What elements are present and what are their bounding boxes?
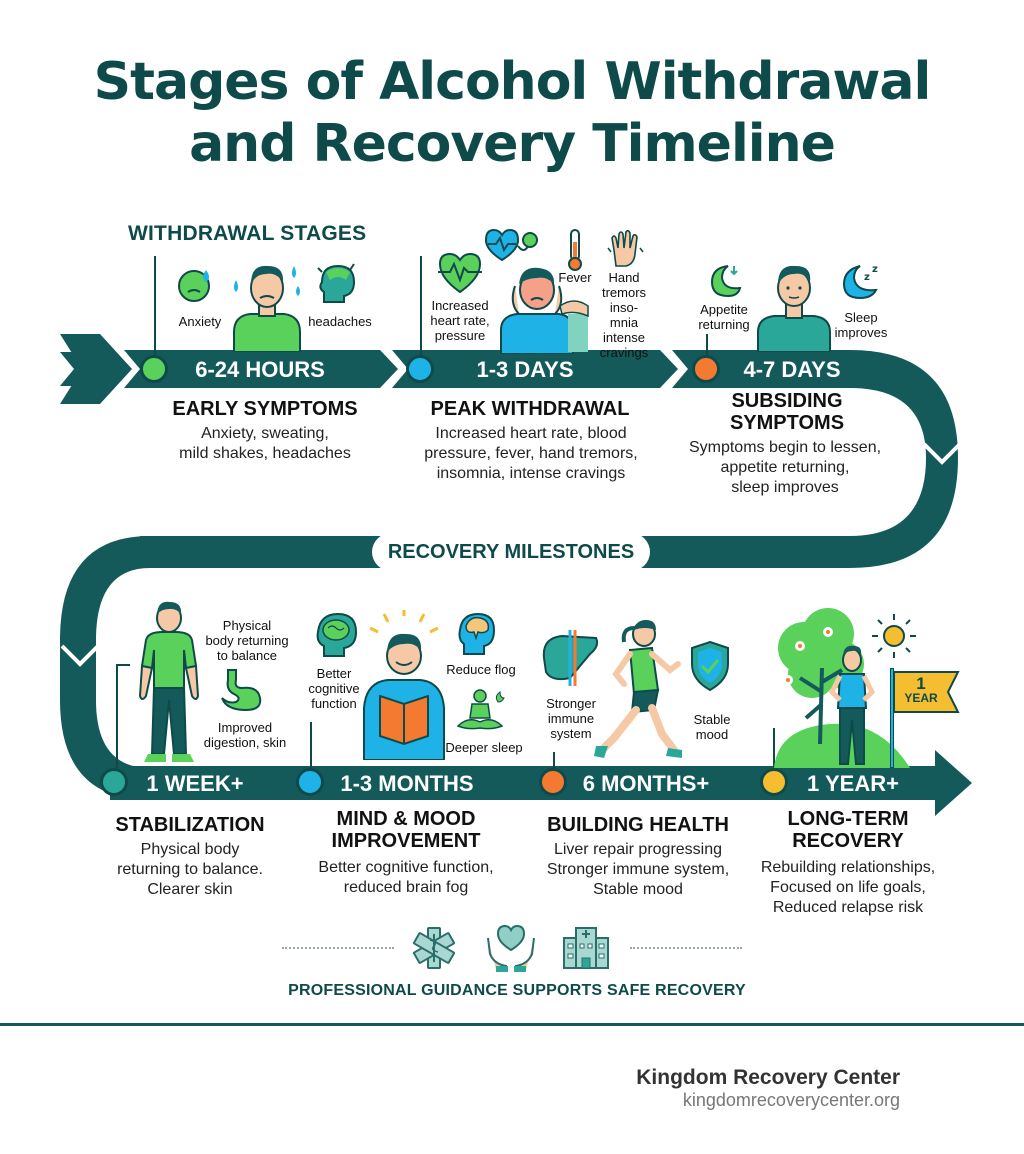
- left-curve: [60, 536, 180, 800]
- runner-icon: [594, 620, 682, 758]
- stage-dot-yellow: [760, 768, 788, 796]
- liver-icon: [542, 630, 599, 686]
- stage-title-stabilization: STABILIZATION: [115, 814, 265, 836]
- stage-desc-building-health: Liver repair progressing Stronger immune…: [546, 841, 730, 898]
- icon-label-tremors: Hand tremors inso- mnia intense cravings: [599, 270, 649, 360]
- stage-dot-green: [140, 355, 168, 383]
- confident-person-icon: [828, 645, 876, 765]
- stage-desc-stabilization: Physical body returning to balance. Clea…: [117, 841, 263, 898]
- icon-label-cognitive: Better cognitive function: [308, 666, 360, 711]
- flag-pole: [890, 668, 894, 768]
- stage-time-1-3-months: 1-3 MONTHS: [340, 771, 474, 796]
- connector-line: [420, 256, 422, 356]
- dotted-divider-right: [630, 947, 742, 949]
- guidance-tagline: PROFESSIONAL GUIDANCE SUPPORTS SAFE RECO…: [288, 982, 746, 999]
- stage-time-6-months: 6 MONTHS+: [582, 771, 710, 796]
- shaking-hand-icon: [607, 230, 644, 267]
- tree-scene-icon: [774, 608, 910, 768]
- icon-label-deeper-sleep: Deeper sleep: [445, 740, 523, 755]
- svg-text:z: z: [864, 272, 870, 283]
- brain-head-icon: [316, 612, 358, 657]
- connector-line: [116, 664, 118, 768]
- segment-6-24-hours: [124, 350, 398, 388]
- stage-time-1-year: 1 YEAR+: [807, 771, 899, 796]
- segment-1-3-days: [392, 350, 678, 388]
- calm-person-icon: [757, 265, 831, 352]
- icon-label-headaches: headaches: [308, 314, 372, 329]
- moon-appetite-icon: [710, 265, 742, 298]
- icon-label-anxiety: Anxiety: [178, 314, 222, 329]
- thermometer-icon: [568, 229, 582, 271]
- footer-divider: [0, 1023, 1024, 1026]
- connector-line: [310, 722, 312, 768]
- stage-title-subsiding-symptoms: SUBSIDING SYMPTOMS: [729, 390, 845, 434]
- stage-time-1-3-days: 1-3 DAYS: [476, 357, 574, 382]
- dotted-divider-left: [282, 947, 394, 949]
- star-of-life-icon: [413, 927, 455, 969]
- stage-title-mind-mood: MIND & MOOD IMPROVEMENT: [331, 808, 481, 852]
- icon-label-stable-mood: Stable mood: [693, 712, 731, 742]
- start-chevron-icon: [60, 334, 132, 404]
- stage-dot-blue: [296, 768, 324, 796]
- sun-icon: [872, 614, 916, 658]
- stage-desc-subsiding-symptoms: Symptoms begin to lessen, appetite retur…: [688, 439, 882, 496]
- caring-hands-heart-icon: [487, 924, 535, 972]
- stage-desc-early-symptoms: Anxiety, sweating, mild shakes, headache…: [179, 425, 351, 462]
- one-year-flag-icon: [894, 671, 960, 713]
- hospital-icon: [563, 927, 609, 969]
- flag-label: 1 YEAR: [904, 674, 938, 705]
- blood-pressure-icon: [484, 228, 538, 262]
- meditation-icon: [456, 689, 505, 730]
- stage-title-peak-withdrawal: PEAK WITHDRAWAL: [430, 398, 630, 420]
- stage-desc-long-term-recovery: Rebuilding relationships, Focused on lif…: [760, 859, 936, 916]
- stage-time-6-24-hours: 6-24 HOURS: [195, 357, 325, 382]
- stage-dot-orange: [692, 355, 720, 383]
- recovery-section-label: RECOVERY MILESTONES: [372, 533, 650, 571]
- page-title-line-1: Stages of Alcohol Withdrawal: [93, 52, 932, 112]
- reading-person-icon: [363, 610, 445, 760]
- stage-dot-teal: [100, 768, 128, 796]
- withdrawal-section-label: WITHDRAWAL STAGES: [128, 222, 367, 245]
- icon-label-body-balance: Physical body returning to balance: [205, 618, 289, 663]
- shield-check-icon: [691, 640, 729, 692]
- icon-label-appetite: Appetite returning: [698, 302, 750, 332]
- stage-dot-orange: [539, 768, 567, 796]
- icon-label-reduce-fog: Reduce flog: [446, 662, 516, 677]
- sweating-person-icon: [233, 265, 301, 352]
- stage-title-long-term-recovery: LONG-TERM RECOVERY: [787, 808, 909, 852]
- standing-person-icon: [138, 601, 200, 762]
- anxious-face-icon: [178, 270, 210, 302]
- brand-name: Kingdom Recovery Center: [636, 1066, 900, 1089]
- icon-label-digestion: Improved digestion, skin: [203, 720, 287, 750]
- svg-text:z: z: [872, 264, 878, 275]
- stage-time-1-week: 1 WEEK+: [146, 771, 244, 796]
- stomach-icon: [221, 669, 262, 712]
- icon-label-sleep: Sleep improves: [834, 310, 888, 340]
- icon-label-heart-rate: Increased heart rate, pressure: [430, 298, 490, 343]
- icon-label-immune: Stronger immune system: [546, 696, 596, 741]
- stage-dot-blue: [406, 355, 434, 383]
- connector-line: [706, 334, 708, 356]
- page-title-line-2: and Recovery Timeline: [189, 114, 836, 174]
- headache-icon: [317, 263, 356, 303]
- stage-desc-mind-mood: Better cognitive function, reduced brain…: [318, 859, 494, 896]
- stage-title-building-health: BUILDING HEALTH: [547, 814, 729, 836]
- brand-url[interactable]: kingdomrecoverycenter.org: [682, 1090, 900, 1110]
- clear-head-icon: [458, 612, 496, 655]
- heart-rate-icon: [438, 252, 482, 294]
- connector-line: [553, 752, 555, 768]
- sleep-moon-icon: z z: [842, 264, 878, 300]
- icon-label-fever: Fever: [558, 270, 592, 285]
- connector-line: [154, 256, 156, 356]
- stage-title-early-symptoms: EARLY SYMPTOMS: [172, 398, 358, 420]
- stage-time-4-7-days: 4-7 DAYS: [743, 357, 841, 382]
- connector-line: [773, 728, 775, 768]
- stage-desc-peak-withdrawal: Increased heart rate, blood pressure, fe…: [424, 425, 638, 482]
- distressed-person-icon: [500, 267, 574, 354]
- supporting-hand-icon: [559, 300, 589, 352]
